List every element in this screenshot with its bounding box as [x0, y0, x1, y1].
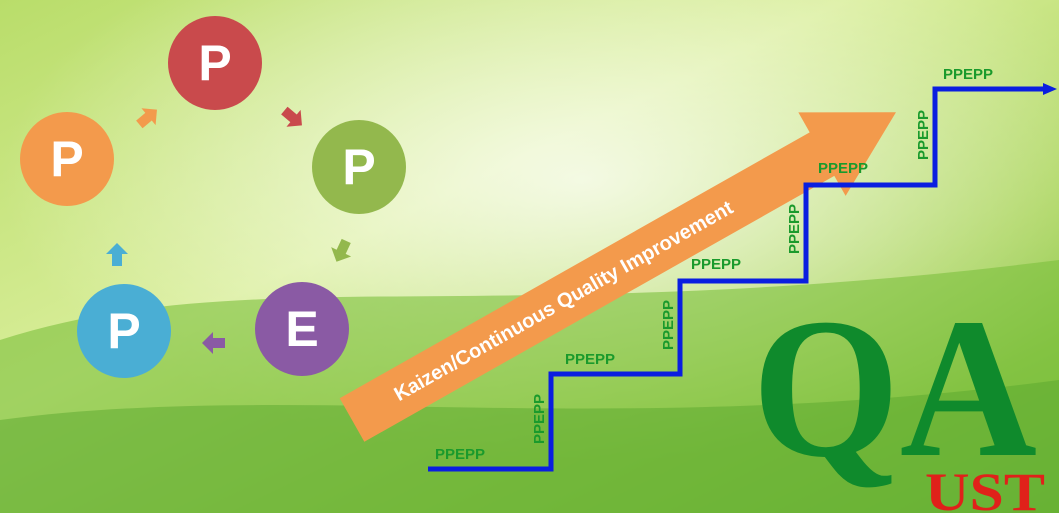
- cycle-arrow-left-to-top-icon: [136, 108, 157, 129]
- cycle-circle-top: P: [168, 16, 262, 110]
- cycle-arrow-bottom-left-to-left-icon: [106, 243, 128, 266]
- cycle-circle-bottom-right: E: [255, 282, 349, 376]
- riser-label-1: PPEPP: [531, 394, 548, 444]
- stairs-line: [428, 86, 1045, 472]
- cycle-letter-bottom-left: P: [107, 303, 141, 359]
- cycle-arrow-top-to-right-icon: [281, 106, 302, 127]
- cycle-letter-right: P: [342, 139, 376, 195]
- cycle-letter-bottom-right: E: [285, 301, 319, 357]
- cycle-letter-left: P: [50, 131, 84, 187]
- tread-label-1: PPEPP: [435, 446, 485, 463]
- riser-label-3: PPEPP: [786, 204, 803, 254]
- tread-label-2: PPEPP: [565, 351, 615, 368]
- tread-label-4: PPEPP: [818, 160, 868, 177]
- logo-sub: UST: [925, 462, 1045, 513]
- riser-label-4: PPEPP: [915, 110, 932, 160]
- tread-label-3: PPEPP: [691, 256, 741, 273]
- qa-ust-logo: QA UST: [752, 278, 1045, 513]
- logo-main: QA: [752, 278, 1037, 499]
- tread-label-5: PPEPP: [943, 66, 993, 83]
- riser-label-2: PPEPP: [660, 300, 677, 350]
- cycle-circle-bottom-left: P: [77, 284, 171, 378]
- cycle-circle-right: P: [312, 120, 406, 214]
- cycle-arrow-e-to-bottom-left-icon: [202, 332, 225, 354]
- cycle-letter-top: P: [198, 35, 232, 91]
- cycle-arrow-right-to-e-icon: [331, 238, 352, 262]
- stairs-arrowhead-icon: [1043, 83, 1057, 95]
- cycle-circle-left: P: [20, 112, 114, 206]
